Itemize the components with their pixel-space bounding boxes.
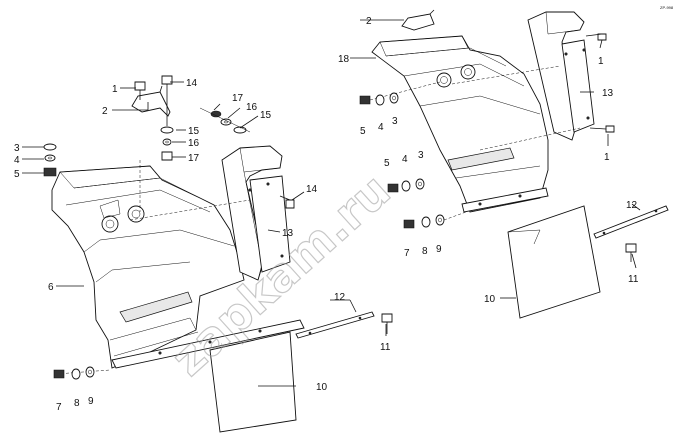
callout-5: 5 — [384, 158, 390, 169]
left-upper-bracket — [131, 75, 174, 161]
leader-lines — [22, 19, 641, 387]
callout-8: 8 — [74, 398, 80, 409]
left-mount-plate — [199, 107, 295, 281]
callout-7: 7 — [404, 248, 410, 259]
callout-5: 5 — [14, 169, 20, 180]
callout-3: 3 — [392, 116, 398, 127]
callout-1: 1 — [112, 84, 118, 95]
callout-15: 15 — [260, 110, 272, 121]
right-fender-body — [371, 35, 549, 213]
right-hardware-middle — [387, 178, 425, 193]
left-hardware-3-4-5 — [43, 143, 57, 177]
callout-1: 1 — [598, 56, 604, 67]
callout-3: 3 — [14, 143, 20, 154]
callout-2: 2 — [102, 106, 108, 117]
right-hardware-lower — [403, 211, 467, 229]
left-fender-body — [51, 165, 245, 369]
callout-3: 3 — [418, 150, 424, 161]
right-mount-plate — [527, 11, 615, 141]
callout-15: 15 — [188, 126, 200, 137]
callout-12: 12 — [334, 292, 346, 303]
callout-11: 11 — [380, 342, 391, 353]
callout-9: 9 — [436, 244, 442, 255]
callout-1: 1 — [604, 152, 610, 163]
left-mudflap — [209, 331, 297, 433]
callout-18: 18 — [338, 54, 350, 65]
callout-5: 5 — [360, 126, 366, 137]
callout-11: 11 — [628, 274, 639, 285]
callout-7: 7 — [56, 402, 62, 413]
callout-4: 4 — [402, 154, 408, 165]
callout-14: 14 — [306, 184, 318, 195]
callout-16: 16 — [246, 102, 258, 113]
callout-14: 14 — [186, 78, 198, 89]
callout-16: 16 — [188, 138, 200, 149]
callout-4: 4 — [14, 155, 20, 166]
callout-4: 4 — [378, 122, 384, 133]
corner-mark: ZP-998 — [660, 5, 674, 10]
right-fender-assembly — [371, 9, 549, 213]
callout-6: 6 — [48, 282, 54, 293]
left-fender-assembly — [51, 165, 393, 433]
callout-17: 17 — [232, 93, 244, 104]
callout-13: 13 — [602, 88, 614, 99]
callout-13: 13 — [282, 228, 294, 239]
right-mudflap — [507, 205, 601, 319]
callout-2: 2 — [366, 16, 372, 27]
callout-10: 10 — [316, 382, 328, 393]
right-hardware-upper — [359, 92, 399, 106]
callout-9: 9 — [88, 396, 94, 407]
callout-8: 8 — [422, 246, 428, 257]
callout-labels: 1 14 2 15 16 17 3 4 5 6 17 16 15 14 13 1… — [14, 16, 639, 413]
callout-10: 10 — [484, 294, 496, 305]
callout-12: 12 — [626, 200, 638, 211]
left-hardware-7-8-9 — [53, 366, 95, 380]
callout-17: 17 — [188, 153, 200, 164]
